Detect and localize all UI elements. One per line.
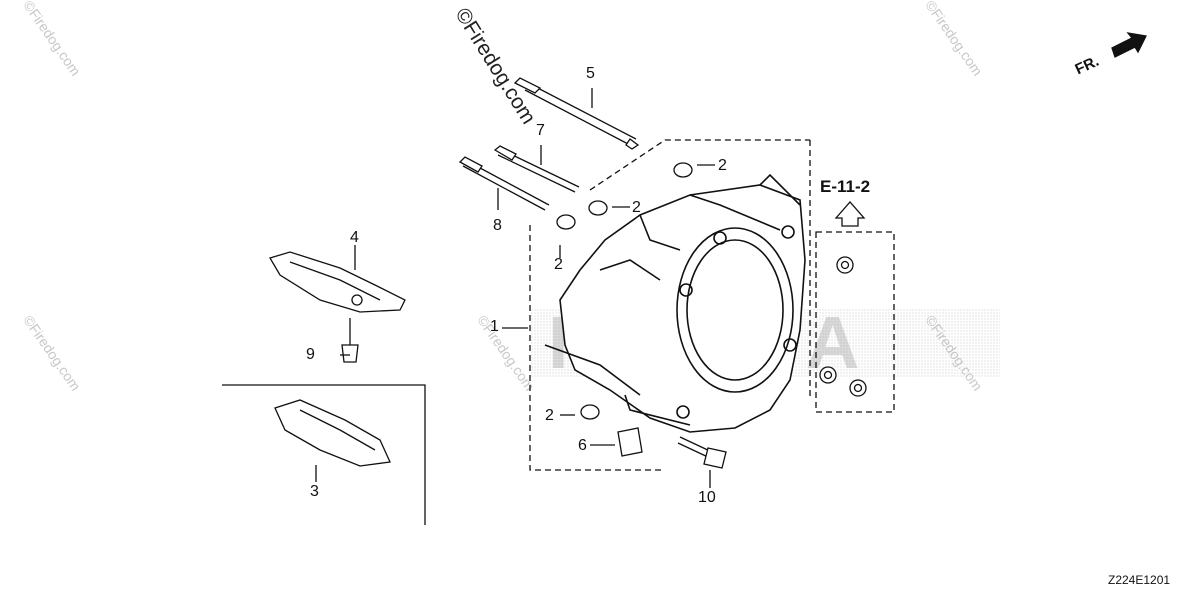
fan-shroud-housing (544, 173, 806, 433)
long-bolt-5 (513, 77, 640, 150)
callout-2: 2 (632, 199, 641, 216)
callout-2: 2 (554, 256, 563, 273)
callout-9: 9 (306, 346, 315, 363)
front-direction-arrow-icon (1111, 32, 1147, 58)
flange-bolt-10 (677, 436, 727, 469)
callout-7: 7 (536, 122, 545, 139)
reference-label: E-11-2 (820, 177, 871, 196)
guide-plate-3 (274, 399, 391, 467)
nut-group-box (815, 231, 895, 413)
callout-5: 5 (586, 65, 595, 82)
clip-6 (617, 427, 643, 457)
separator-line (222, 384, 426, 525)
stud-bolt-8 (458, 156, 550, 211)
callout-3: 3 (310, 483, 319, 500)
callout-2: 2 (545, 407, 554, 424)
screw-9 (341, 318, 359, 363)
callout-8: 8 (493, 217, 502, 234)
callout-10: 10 (698, 489, 716, 506)
stud-bolt-7 (493, 145, 580, 193)
guide-plate-4 (269, 251, 406, 313)
callout-2: 2 (718, 157, 727, 174)
callout-1: 1 (490, 318, 499, 335)
grommet-2 (556, 162, 693, 420)
assembly-frame-left (529, 225, 665, 471)
diagram-code: Z224E1201 (1108, 573, 1171, 587)
nut-e-11-2 (819, 256, 867, 397)
callout-4: 4 (350, 229, 359, 246)
up-arrow-icon (834, 201, 866, 227)
callout-6: 6 (578, 437, 587, 454)
assembly-frame-top (589, 139, 810, 191)
